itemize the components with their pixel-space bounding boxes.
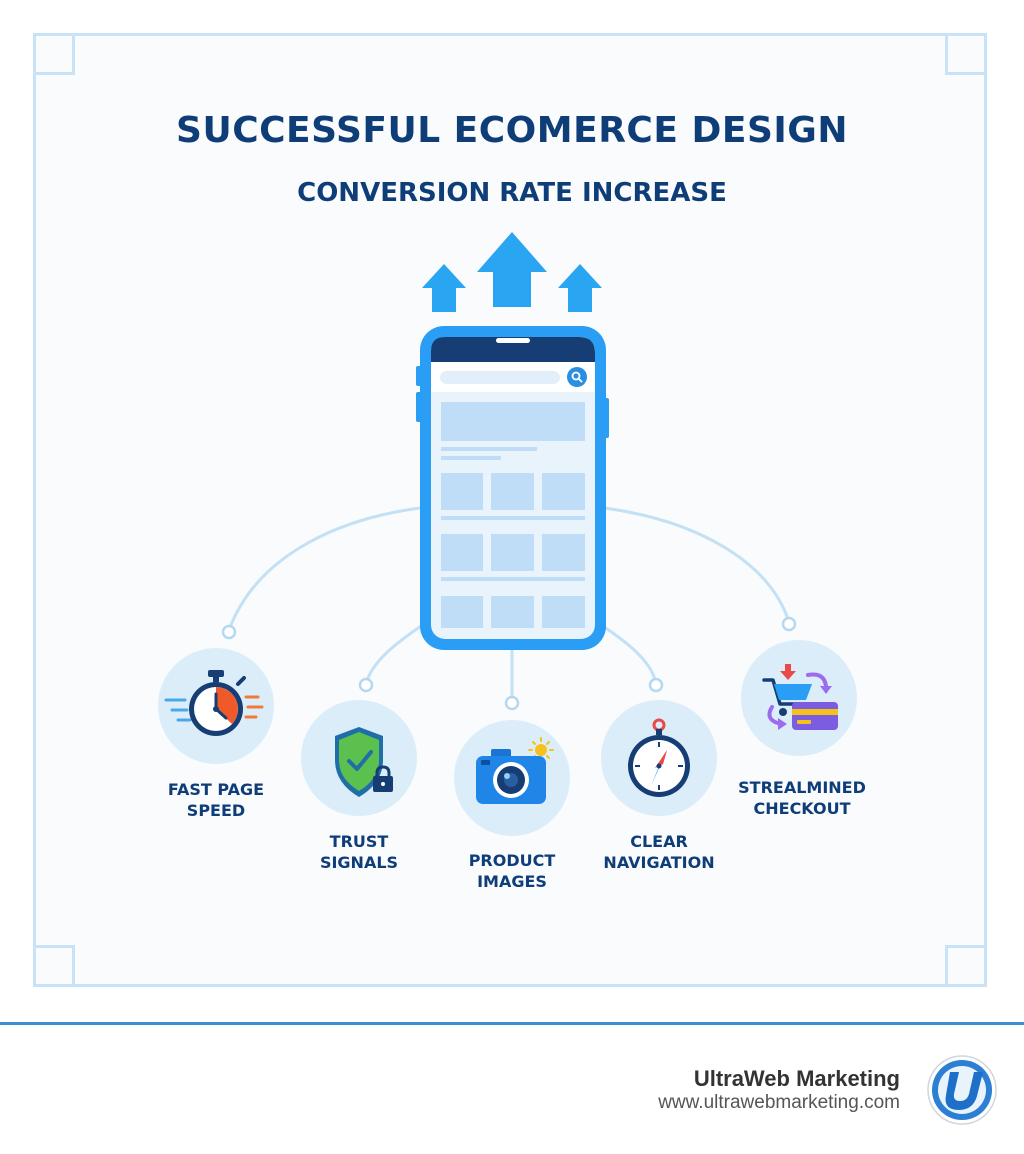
connector-dots xyxy=(221,616,797,711)
camera-icon xyxy=(476,737,554,804)
feature-label-fast-page-speed: FAST PAGE SPEED xyxy=(167,780,265,820)
page-title: SUCCESSFUL ECOMERCE DESIGN xyxy=(176,110,848,151)
brand-name: UltraWeb Marketing xyxy=(693,1066,900,1091)
frame-corner-top-left xyxy=(33,33,75,75)
page-subtitle: CONVERSION RATE INCREASE xyxy=(297,178,727,208)
up-arrows-icon xyxy=(422,232,602,312)
ultraweb-logo-icon xyxy=(927,1055,997,1125)
feature-label-trust-signals: TRUST SIGNALS xyxy=(319,832,399,872)
compass-icon xyxy=(628,718,690,797)
frame-corner-top-right xyxy=(945,33,987,75)
frame-corner-bottom-left xyxy=(33,945,75,987)
feature-label-streamlined-checkout: STREALMINED CHECKOUT xyxy=(738,778,866,818)
smartphone-icon xyxy=(416,326,609,650)
brand-url: www.ultrawebmarketing.com xyxy=(658,1092,900,1113)
feature-label-clear-navigation: CLEAR NAVIGATION xyxy=(603,832,715,872)
cart-card-icon xyxy=(762,664,838,730)
frame-corner-bottom-right xyxy=(945,945,987,987)
feature-label-product-images: PRODUCT IMAGES xyxy=(468,851,556,891)
conversion-diagram xyxy=(158,232,857,836)
shield-lock-icon xyxy=(335,727,393,797)
stopwatch-icon xyxy=(164,670,264,736)
footer-divider xyxy=(0,1022,1024,1025)
